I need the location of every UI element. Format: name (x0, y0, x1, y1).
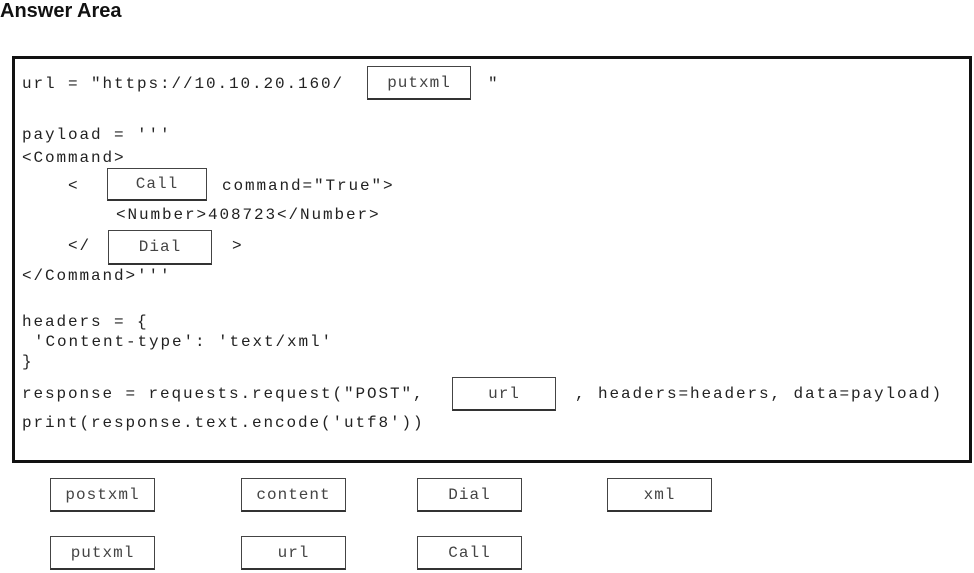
slot-dial[interactable]: Dial (108, 230, 212, 265)
option-content[interactable]: content (241, 478, 346, 512)
code-print: print(response.text.encode('utf8')) (22, 414, 425, 432)
slot-url-path[interactable]: putxml (367, 66, 471, 100)
code-url-prefix: url = "https://10.10.20.160/ (22, 75, 345, 93)
option-call[interactable]: Call (417, 536, 522, 570)
answer-area-title: Answer Area (0, 0, 122, 22)
code-content-type: 'Content-type': 'text/xml' (34, 333, 334, 351)
option-putxml[interactable]: putxml (50, 536, 155, 570)
code-response-suffix: , headers=headers, data=payload) (575, 385, 944, 403)
option-url[interactable]: url (241, 536, 346, 570)
option-postxml[interactable]: postxml (50, 478, 155, 512)
slot-request-url[interactable]: url (452, 377, 556, 411)
code-frame (12, 56, 972, 463)
code-number: <Number>408723</Number> (116, 206, 381, 224)
code-brace-close: } (22, 353, 34, 371)
code-command-open: <Command> (22, 149, 126, 167)
option-dial[interactable]: Dial (417, 478, 522, 512)
code-dial-close: > (232, 237, 244, 255)
option-xml[interactable]: xml (607, 478, 712, 512)
code-call-open: < (68, 177, 80, 195)
code-call-attr: command="True"> (222, 177, 395, 195)
slot-call[interactable]: Call (107, 168, 207, 201)
code-payload: payload = ''' (22, 126, 172, 144)
code-headers: headers = { (22, 313, 149, 331)
code-dial-open: </ (68, 237, 92, 255)
code-command-close: </Command>''' (22, 267, 172, 285)
code-response-prefix: response = requests.request("POST", (22, 385, 425, 403)
code-url-suffix: " (488, 75, 500, 93)
